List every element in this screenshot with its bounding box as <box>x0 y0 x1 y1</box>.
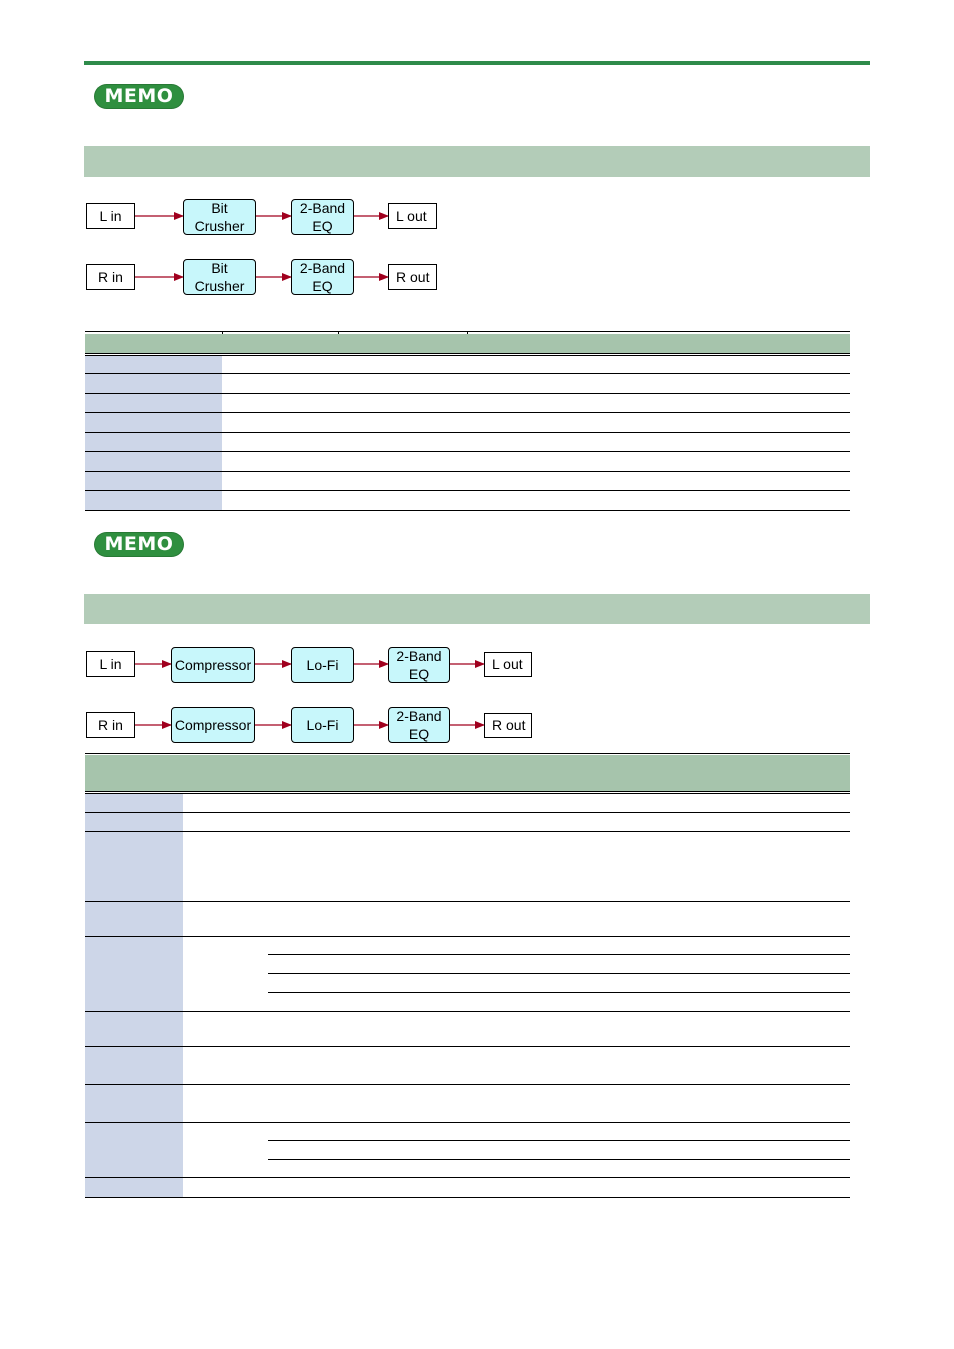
section-header-bar <box>84 146 870 177</box>
table-row <box>85 412 850 413</box>
output-node-r: R out <box>388 264 437 290</box>
output-node-r: R out <box>484 713 532 738</box>
column-tick <box>222 331 223 334</box>
table-subrow <box>268 1140 850 1141</box>
table-row <box>85 1011 850 1012</box>
table-row <box>85 901 850 902</box>
table-row <box>85 1197 850 1198</box>
table-row <box>85 1122 850 1123</box>
effect-block-lo-fi: Lo-Fi <box>291 647 354 683</box>
memo-badge: MEMO <box>94 84 184 109</box>
table-subrow <box>268 1159 850 1160</box>
table-header <box>85 755 850 792</box>
effect-block-2-band-eq: 2-Band EQ <box>291 259 354 295</box>
effect-block-2-band-eq: 2-Band EQ <box>291 199 354 235</box>
table-row <box>85 471 850 472</box>
table-rule <box>85 791 850 792</box>
parameter-column <box>85 356 222 511</box>
effect-block-2-band-eq: 2-Band EQ <box>388 647 450 683</box>
table-header <box>85 334 850 353</box>
output-node-l: L out <box>484 652 532 677</box>
column-tick <box>338 331 339 334</box>
table-subrow <box>268 992 850 993</box>
input-node-l: L in <box>86 203 135 229</box>
table-subrow <box>268 954 850 955</box>
effect-block-bit-crusher: Bit Crusher <box>183 259 256 295</box>
table-row <box>85 812 850 813</box>
table-row <box>85 1046 850 1047</box>
memo-badge: MEMO <box>94 532 184 557</box>
output-node-l: L out <box>388 203 437 229</box>
table-subrow <box>268 973 850 974</box>
table-row <box>85 373 850 374</box>
table-row <box>85 936 850 937</box>
table-row <box>85 831 850 832</box>
parameter-table-1 <box>85 331 850 511</box>
table-row <box>85 432 850 433</box>
section-header-bar <box>84 594 870 624</box>
effect-block-lo-fi: Lo-Fi <box>291 707 354 743</box>
table-rule <box>85 355 850 356</box>
parameter-table-2 <box>85 753 850 1198</box>
table-row <box>85 393 850 394</box>
input-node-l: L in <box>86 651 135 677</box>
effect-block-2-band-eq: 2-Band EQ <box>388 707 450 743</box>
input-node-r: R in <box>86 264 135 290</box>
table-rule <box>85 353 850 354</box>
effect-block-bit-crusher: Bit Crusher <box>183 199 256 235</box>
table-row <box>85 510 850 511</box>
top-accent-rule <box>84 61 870 65</box>
effect-block-compressor: Compressor <box>171 647 255 683</box>
parameter-column <box>85 794 183 1197</box>
table-row <box>85 1084 850 1085</box>
table-rule <box>85 753 850 754</box>
table-row <box>85 451 850 452</box>
table-rule <box>85 793 850 794</box>
input-node-r: R in <box>86 712 135 738</box>
table-row <box>85 1177 850 1178</box>
column-tick <box>467 331 468 334</box>
table-row <box>85 490 850 491</box>
effect-block-compressor: Compressor <box>171 707 255 743</box>
